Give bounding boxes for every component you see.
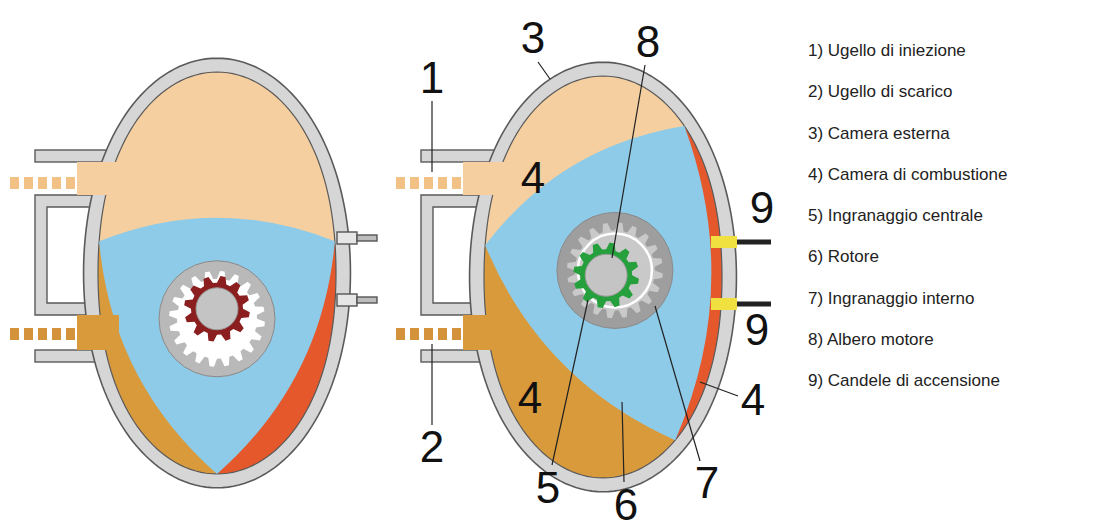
internal-gear-teeth [169, 271, 265, 367]
callout-number: 7 [695, 461, 719, 505]
intake-opening [77, 162, 119, 195]
spark-plug-wire [737, 240, 771, 245]
exhaust-flow [10, 328, 77, 340]
leader-line [431, 101, 432, 172]
spark-plug [711, 298, 737, 310]
rotor [99, 218, 335, 474]
exhaust-flow [396, 328, 463, 340]
callout-number: 2 [420, 425, 444, 469]
leader-line [538, 62, 550, 79]
exhaust-opening [463, 315, 505, 350]
intake-opening [463, 162, 505, 195]
housing-inner-edge [484, 76, 722, 478]
callout-number: 4 [741, 378, 765, 422]
leader-line [622, 402, 624, 482]
wankel-engine-right [396, 62, 771, 492]
intake-flow [10, 177, 77, 189]
internal-gear [557, 212, 673, 328]
housing-inner-edge [98, 72, 336, 474]
legend-text: 9) Candele di accensione [808, 372, 1000, 389]
exhaust-opening [77, 315, 119, 350]
legend-text: 7) Ingranaggio interno [808, 289, 974, 306]
spark-plug [357, 297, 377, 303]
leader-lines [432, 62, 738, 482]
rotor [485, 126, 711, 440]
leader-line [612, 65, 645, 258]
crankshaft [196, 288, 238, 330]
callout-number: 4 [521, 156, 545, 200]
legend-text: 6) Rotore [808, 248, 879, 265]
callout-number: 8 [636, 20, 660, 64]
internal-gear-teeth [567, 223, 663, 319]
internal-gear [159, 261, 275, 377]
leader-line [655, 306, 700, 461]
housing-wall [470, 62, 737, 492]
callout-number: 4 [518, 376, 542, 420]
callout-number: 3 [521, 16, 545, 60]
spark-plug-wire [737, 302, 771, 307]
callout-number: 5 [536, 466, 560, 510]
leader-line [552, 300, 588, 465]
spark-plug [337, 232, 357, 244]
legend-text: 2) Ugello di scarico [808, 83, 953, 100]
spark-plug [357, 235, 377, 241]
central-gear [184, 276, 250, 342]
spark-plug [337, 294, 357, 306]
spark-plug [711, 236, 737, 248]
leader-line [431, 344, 432, 425]
port-wall [421, 150, 501, 162]
housing-wall [84, 58, 351, 488]
legend-text: 1) Ugello di iniezione [808, 42, 966, 59]
legend-text: 3) Camera esterna [808, 124, 950, 141]
callout-number: 9 [750, 186, 774, 230]
leader-line [700, 382, 738, 396]
intake-flow [396, 177, 463, 189]
crankshaft [585, 254, 627, 296]
callout-number: 1 [420, 56, 444, 100]
callout-number: 6 [614, 483, 638, 527]
legend-text: 8) Albero motore [808, 330, 934, 347]
central-gear [573, 242, 639, 308]
legend-text: 5) Ingranaggio centrale [808, 207, 983, 224]
wankel-engine-left [10, 58, 377, 488]
legend-text: 4) Camera di combustione [808, 165, 1007, 182]
callout-number: 9 [745, 308, 769, 352]
